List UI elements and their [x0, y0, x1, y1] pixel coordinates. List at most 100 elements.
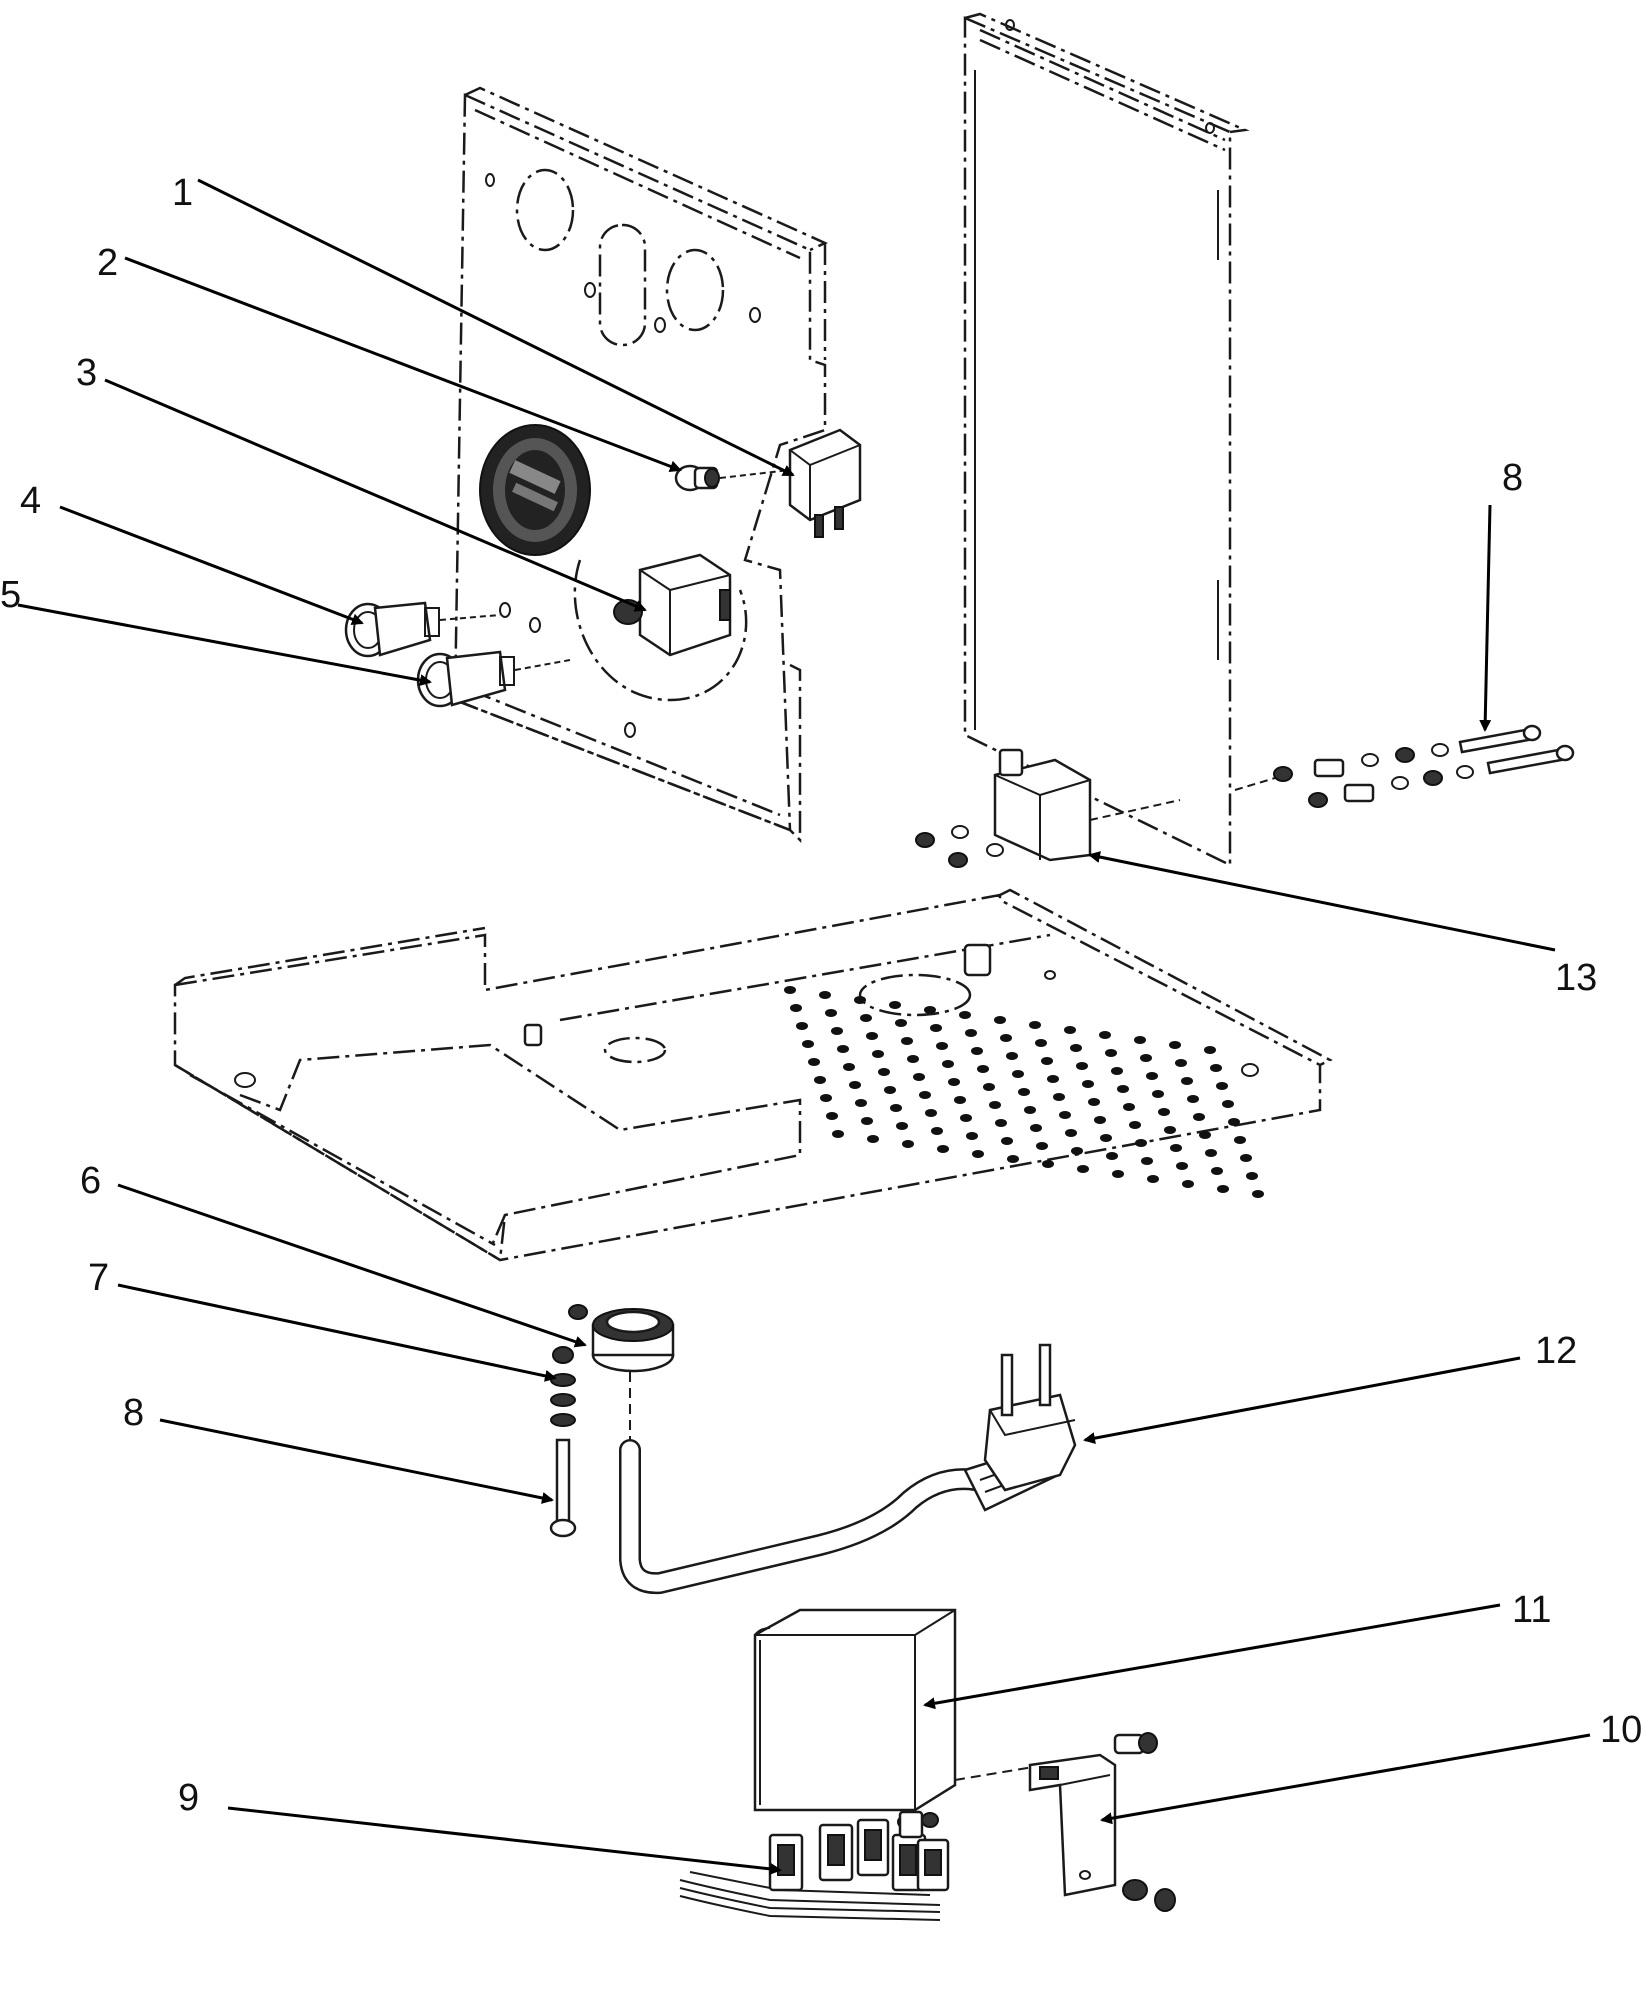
vent-hole: [1147, 1175, 1159, 1183]
leader-1: [197, 178, 795, 477]
vent-hole: [1099, 1031, 1111, 1039]
vent-hole: [965, 1029, 977, 1037]
callout-4: 4: [20, 480, 41, 522]
vent-hole: [819, 991, 831, 999]
vent-hole: [1106, 1152, 1118, 1160]
vent-hole: [1205, 1149, 1217, 1157]
part-9-wiring-harness: [679, 1810, 950, 1921]
vent-hole: [989, 1101, 1001, 1109]
vent-hole: [1082, 1080, 1094, 1088]
vent-hole: [820, 1094, 832, 1102]
vent-hole: [1064, 1026, 1076, 1034]
vent-hole: [1042, 1160, 1054, 1168]
vent-hole: [1222, 1100, 1234, 1108]
vent-hole: [832, 1130, 844, 1138]
vent-hole: [825, 1009, 837, 1017]
leader-12: [1083, 1356, 1521, 1445]
vent-hole: [907, 1055, 919, 1063]
vent-hole: [808, 1058, 820, 1066]
part-11-transformer: [753, 1608, 1046, 1829]
vent-hole: [1234, 1136, 1246, 1144]
vent-hole: [1176, 1162, 1188, 1170]
callout-11: 11: [1512, 1589, 1551, 1631]
vent-hole: [1018, 1088, 1030, 1096]
vent-hole: [994, 1016, 1006, 1024]
leader-10: [1100, 1733, 1591, 1825]
vent-hole: [1100, 1134, 1112, 1142]
leader-8b: [159, 1418, 554, 1504]
leader-6: [117, 1183, 587, 1348]
callout-7: 7: [88, 1257, 109, 1299]
vent-hole: [1041, 1057, 1053, 1065]
vent-hole: [1228, 1118, 1240, 1126]
vent-hole: [1164, 1126, 1176, 1134]
vent-hole: [1053, 1093, 1065, 1101]
vent-hole: [1182, 1180, 1194, 1188]
leader-5: [17, 603, 432, 687]
callout-10: 10: [1600, 1709, 1642, 1751]
vent-hole: [884, 1086, 896, 1094]
callout-3: 3: [76, 352, 97, 394]
vent-hole: [784, 986, 796, 994]
vent-hole: [1070, 1044, 1082, 1052]
rear-panel: [963, 12, 1250, 868]
vent-hole: [866, 1032, 878, 1040]
vent-hole: [895, 1019, 907, 1027]
part-5-indicator-lamp: [416, 650, 571, 708]
vent-hole: [1006, 1052, 1018, 1060]
vent-hole: [1129, 1121, 1141, 1129]
vent-hole: [977, 1065, 989, 1073]
vent-hole: [849, 1081, 861, 1089]
vent-hole: [837, 1045, 849, 1053]
callout-13: 13: [1555, 957, 1597, 999]
part-13-bracket: [915, 748, 1181, 868]
vent-hole: [1158, 1108, 1170, 1116]
part-4-indicator-lamp: [344, 601, 501, 658]
logo-badge: [479, 424, 591, 556]
vent-hole: [960, 1114, 972, 1122]
callout-9: 9: [178, 1777, 199, 1819]
vent-hole: [901, 1037, 913, 1045]
vent-hole: [1076, 1062, 1088, 1070]
vent-hole: [1216, 1082, 1228, 1090]
part-3-rocker-switch: [613, 553, 732, 657]
leader-4: [59, 505, 364, 626]
vent-hole: [861, 1117, 873, 1125]
leader-lines: [17, 178, 1591, 1875]
callout-1: 1: [172, 172, 193, 214]
callout-12: 12: [1535, 1330, 1577, 1372]
vent-hole: [872, 1050, 884, 1058]
vent-hole: [919, 1091, 931, 1099]
vent-hole: [1193, 1113, 1205, 1121]
vent-hole: [854, 996, 866, 1004]
callout-8b: 8: [123, 1392, 144, 1434]
vent-hole: [1169, 1041, 1181, 1049]
callout-labels: 1 2 3 4 5 6 7 8 8 9 10 11 12 13: [0, 172, 1642, 1819]
vent-hole: [930, 1024, 942, 1032]
vent-hole: [1187, 1095, 1199, 1103]
vent-hole: [1170, 1144, 1182, 1152]
vent-hole: [937, 1145, 949, 1153]
vent-hole: [1252, 1190, 1264, 1198]
vent-hole: [1123, 1103, 1135, 1111]
vent-hole: [1059, 1111, 1071, 1119]
vent-hole: [1105, 1049, 1117, 1057]
vent-hole: [1001, 1137, 1013, 1145]
vent-hole: [1146, 1072, 1158, 1080]
vent-hole: [1111, 1067, 1123, 1075]
part-12-power-cord: [619, 1343, 1077, 1595]
part-8-screws-spacers: [1234, 724, 1575, 808]
vent-hole: [925, 1109, 937, 1117]
callout-6: 6: [80, 1160, 101, 1202]
leader-8a: [1479, 504, 1492, 732]
vent-hole: [1024, 1106, 1036, 1114]
vent-hole: [1141, 1157, 1153, 1165]
vent-hole: [983, 1083, 995, 1091]
leader-7: [117, 1283, 557, 1382]
vent-hole: [959, 1011, 971, 1019]
part-10-bracket: [1028, 1732, 1176, 1912]
vent-hole: [1088, 1098, 1100, 1106]
vent-hole: [890, 1104, 902, 1112]
